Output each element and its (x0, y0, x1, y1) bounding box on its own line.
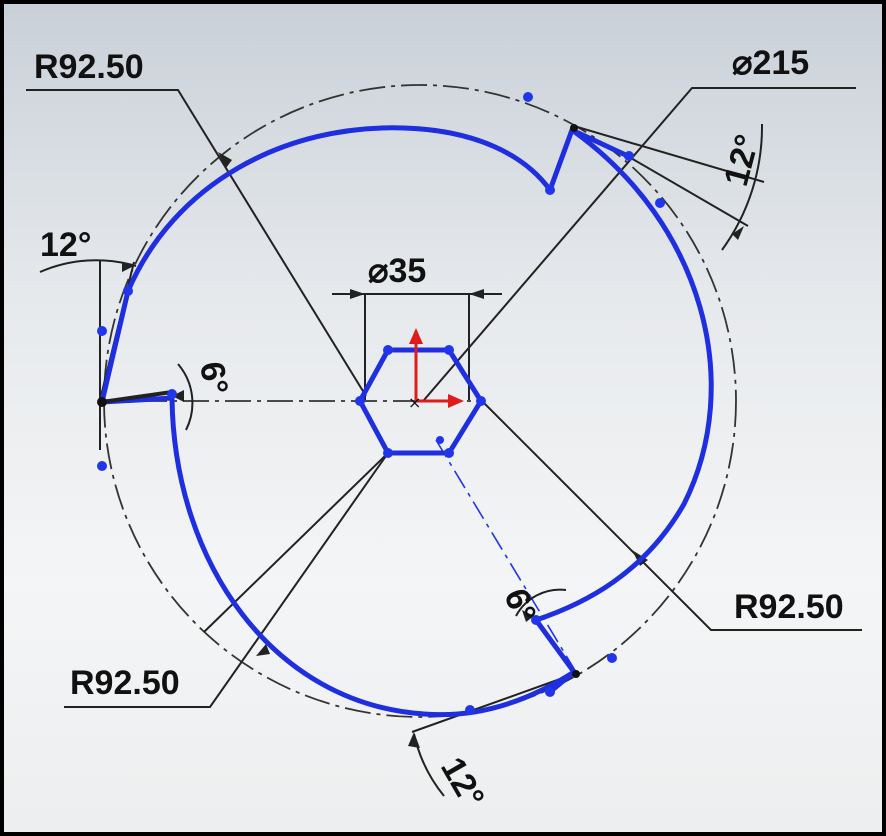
angle-inner-left-arrow (172, 390, 184, 402)
sketch-point[interactable] (655, 198, 665, 208)
angle-left-label: 12° (40, 226, 91, 264)
angle-inner-right-arc (515, 588, 567, 617)
leader-radius-right (481, 400, 862, 631)
outer-construction-circle (103, 84, 737, 718)
sketch-point[interactable] (531, 615, 541, 625)
profile-notch-left (99, 288, 175, 405)
leader-diameter-outer (423, 87, 856, 401)
sketch-point[interactable] (123, 286, 133, 296)
sketch-point[interactable] (436, 436, 444, 444)
vertex-point-bottom[interactable] (572, 670, 580, 678)
hex-dim-arrow-left (350, 289, 365, 299)
vertex-point-left[interactable] (97, 397, 107, 407)
angle-inner-left-arc (177, 363, 194, 431)
leader-radius-bottom-left (64, 452, 389, 708)
sketch-point[interactable] (383, 345, 393, 355)
hex-dim-arrow-right (469, 289, 484, 299)
profile-arc-right (533, 127, 714, 623)
sketch-points (97, 92, 665, 715)
angle-top-right-ext-1 (573, 125, 765, 183)
origin-marker: × (408, 393, 421, 412)
sketch-point[interactable] (523, 92, 533, 102)
leader-radius-bottom-left-ext (203, 452, 389, 633)
profile-arc-top (125, 125, 553, 294)
profile-arc-bottom (169, 395, 577, 718)
sketch-drawing: × R92.50 ⌀215 ⌀35 R92.50 R92.50 12° 12° … (26, 44, 862, 815)
angle-top-right-arc (721, 123, 764, 251)
sketch-point[interactable] (444, 448, 454, 458)
angle-top-right-ext-2 (623, 153, 749, 227)
radius-right-label: R92.50 (734, 588, 844, 626)
angle-top-right-arrow (732, 226, 744, 240)
origin-axis-y-arrow (409, 328, 423, 344)
angle-bottom-arc (413, 733, 445, 797)
sketch-point[interactable] (545, 185, 555, 195)
profile-left-short (101, 390, 173, 404)
diagonal-centerline (435, 439, 577, 673)
angle-bottom-ext-1 (411, 673, 575, 733)
angle-bottom-label: 12° (433, 751, 492, 815)
sketch-point[interactable] (383, 448, 393, 458)
sketch-point[interactable] (167, 389, 177, 399)
sketch-point[interactable] (465, 705, 475, 715)
sketch-point[interactable] (624, 151, 634, 161)
drawing-canvas: × R92.50 ⌀215 ⌀35 R92.50 R92.50 12° 12° … (4, 4, 882, 832)
radius-top-left-label: R92.50 (34, 48, 144, 86)
radius-bottom-left-label: R92.50 (70, 664, 180, 702)
angle-inner-left-label: 6° (192, 359, 235, 398)
arrow-radius-bottom-left (256, 644, 270, 656)
sketch-point[interactable] (355, 396, 365, 406)
sketch-point[interactable] (97, 461, 107, 471)
sketch-point[interactable] (97, 326, 107, 336)
sketch-point[interactable] (476, 396, 486, 406)
angle-left-arrow (122, 262, 134, 272)
diameter-outer-label: ⌀215 (732, 44, 809, 82)
origin-axis-x-arrow (448, 394, 464, 408)
sketch-point[interactable] (545, 687, 555, 697)
vertex-point-top[interactable] (570, 124, 578, 132)
diameter-hex-label: ⌀35 (368, 252, 426, 290)
leader-radius-top-left (26, 89, 367, 397)
arrow-radius-top-left (218, 152, 232, 168)
sketch-point[interactable] (607, 653, 617, 663)
sketch-point[interactable] (444, 345, 454, 355)
angle-inner-right-arrow (522, 610, 534, 622)
angle-bottom-arrow (408, 732, 420, 748)
